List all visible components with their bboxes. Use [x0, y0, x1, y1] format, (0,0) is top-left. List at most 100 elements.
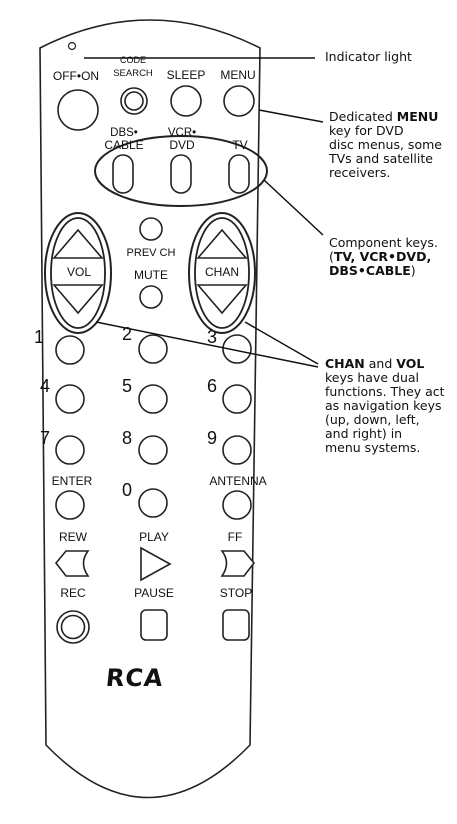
stop-label: STOP [220, 586, 252, 600]
pause-label: PAUSE [134, 586, 174, 600]
menu-callout-line-1: Dedicated MENU [329, 110, 442, 124]
chan-vol-callout-bold-1: CHAN [325, 356, 365, 371]
digit-1-button[interactable] [55, 335, 85, 365]
dvd-label: DVD [169, 138, 195, 152]
antenna-label: ANTENNA [209, 474, 266, 488]
ff-label: FF [228, 530, 243, 544]
component-callout-bold-1: TV, VCR•DVD, [333, 249, 432, 264]
enter-label: ENTER [52, 474, 93, 488]
menu-callout-bold: MENU [396, 109, 439, 124]
menu-callout-line-5: receivers. [329, 165, 391, 180]
digit-8-label: 8 [122, 428, 132, 448]
prev-ch-button[interactable] [139, 217, 163, 241]
menu-callout-prefix: Dedicated [329, 109, 397, 124]
digit-4-button[interactable] [55, 384, 85, 414]
digit-1-label: 1 [34, 327, 44, 347]
off-on-button[interactable] [57, 89, 99, 131]
menu-button[interactable] [223, 85, 255, 117]
mute-label: MUTE [134, 268, 168, 282]
chan-vol-callout-line-6: and right) in [325, 426, 403, 441]
vcr-dvd-button[interactable] [170, 154, 192, 194]
sleep-label: SLEEP [167, 68, 206, 82]
component-keys-callout: Component keys. (TV, VCR•DVD, DBS•CABLE) [329, 236, 438, 278]
rca-logo: RCA [104, 664, 165, 692]
dbs-cable-button[interactable] [112, 154, 134, 194]
vol-down-icon[interactable] [52, 284, 104, 315]
chan-leader-line [244, 321, 319, 365]
chan-vol-callout-line-7: menu systems. [325, 440, 421, 455]
digit-3-button[interactable] [222, 334, 252, 364]
digit-6-label: 6 [207, 376, 217, 396]
rew-label: REW [59, 530, 88, 544]
stop-button[interactable] [222, 609, 250, 641]
vcr-label: VCR• [168, 127, 196, 139]
sleep-button[interactable] [170, 85, 202, 117]
mute-button[interactable] [139, 285, 163, 309]
indicator-callout: Indicator light [325, 50, 412, 64]
chan-label: CHAN [205, 265, 239, 279]
component-callout-bold-2: DBS•CABLE [329, 263, 411, 278]
digit-0-button[interactable] [138, 488, 168, 518]
digit-2-button[interactable] [138, 334, 168, 364]
component-callout-line-3: DBS•CABLE) [329, 264, 438, 278]
digit-4-label: 4 [40, 376, 50, 396]
digit-6-button[interactable] [222, 384, 252, 414]
play-icon[interactable] [140, 546, 172, 582]
component-leader-line [263, 179, 324, 236]
rew-icon[interactable] [54, 550, 90, 577]
digit-9-button[interactable] [222, 435, 252, 465]
chan-vol-callout-bold-2: VOL [396, 356, 425, 371]
chan-vol-callout: CHAN and VOL keys have dual functions. T… [325, 357, 445, 455]
digit-8-button[interactable] [138, 435, 168, 465]
chan-down-icon[interactable] [196, 284, 248, 315]
chan-vol-callout-line-2: keys have dual [325, 370, 420, 385]
component-group-outline [94, 135, 268, 207]
digit-5-label: 5 [122, 376, 132, 396]
chan-up-icon[interactable] [196, 228, 248, 259]
menu-label: MENU [220, 68, 255, 82]
digit-0-label: 0 [122, 480, 132, 500]
dbs-label: DBS• [110, 127, 138, 139]
menu-callout-line-2: key for DVD [329, 123, 404, 138]
off-on-label: OFF•ON [53, 69, 99, 83]
indicator-callout-text: Indicator light [325, 49, 412, 64]
search-label: SEARCH [113, 68, 153, 79]
tv-button[interactable] [228, 154, 250, 194]
menu-leader-line [258, 109, 324, 123]
chan-vol-callout-mid: and [364, 356, 397, 371]
pause-button[interactable] [140, 609, 168, 641]
menu-callout-line-3: disc menus, some [329, 137, 442, 152]
chan-vol-callout-line-3: functions. They act [325, 384, 445, 399]
digit-7-label: 7 [40, 428, 50, 448]
indicator-light [67, 41, 77, 51]
digit-9-label: 9 [207, 428, 217, 448]
menu-key-callout: Dedicated MENU key for DVD disc menus, s… [329, 110, 442, 180]
digit-5-button[interactable] [138, 384, 168, 414]
menu-callout-line-4: TVs and satellite [329, 151, 433, 166]
vol-leader-line [95, 321, 319, 368]
code-label: CODE [120, 55, 146, 65]
code-search-button-inner [124, 91, 144, 111]
component-callout-open: ( [329, 249, 334, 264]
vol-label: VOL [67, 265, 91, 279]
enter-button[interactable] [55, 490, 85, 520]
rec-label: REC [60, 586, 86, 600]
chan-vol-callout-line-4: as navigation keys [325, 398, 442, 413]
component-callout-line-2: (TV, VCR•DVD, [329, 250, 438, 264]
rec-button-inner [60, 614, 86, 640]
chan-vol-callout-line-1: CHAN and VOL [325, 357, 445, 371]
antenna-button[interactable] [222, 490, 252, 520]
vol-callout-outline [44, 212, 112, 334]
ff-icon[interactable] [220, 550, 256, 577]
vol-up-icon[interactable] [52, 228, 104, 259]
component-callout-close: ) [410, 263, 416, 278]
chan-vol-callout-line-5: (up, down, left, [325, 412, 420, 427]
cable-label: CABLE [104, 138, 143, 152]
digit-3-label: 3 [207, 327, 217, 347]
digit-2-label: 2 [122, 324, 132, 344]
tv-label: TV [232, 138, 247, 152]
digit-7-button[interactable] [55, 435, 85, 465]
play-label: PLAY [139, 530, 169, 544]
component-callout-line-1: Component keys. [329, 235, 438, 250]
